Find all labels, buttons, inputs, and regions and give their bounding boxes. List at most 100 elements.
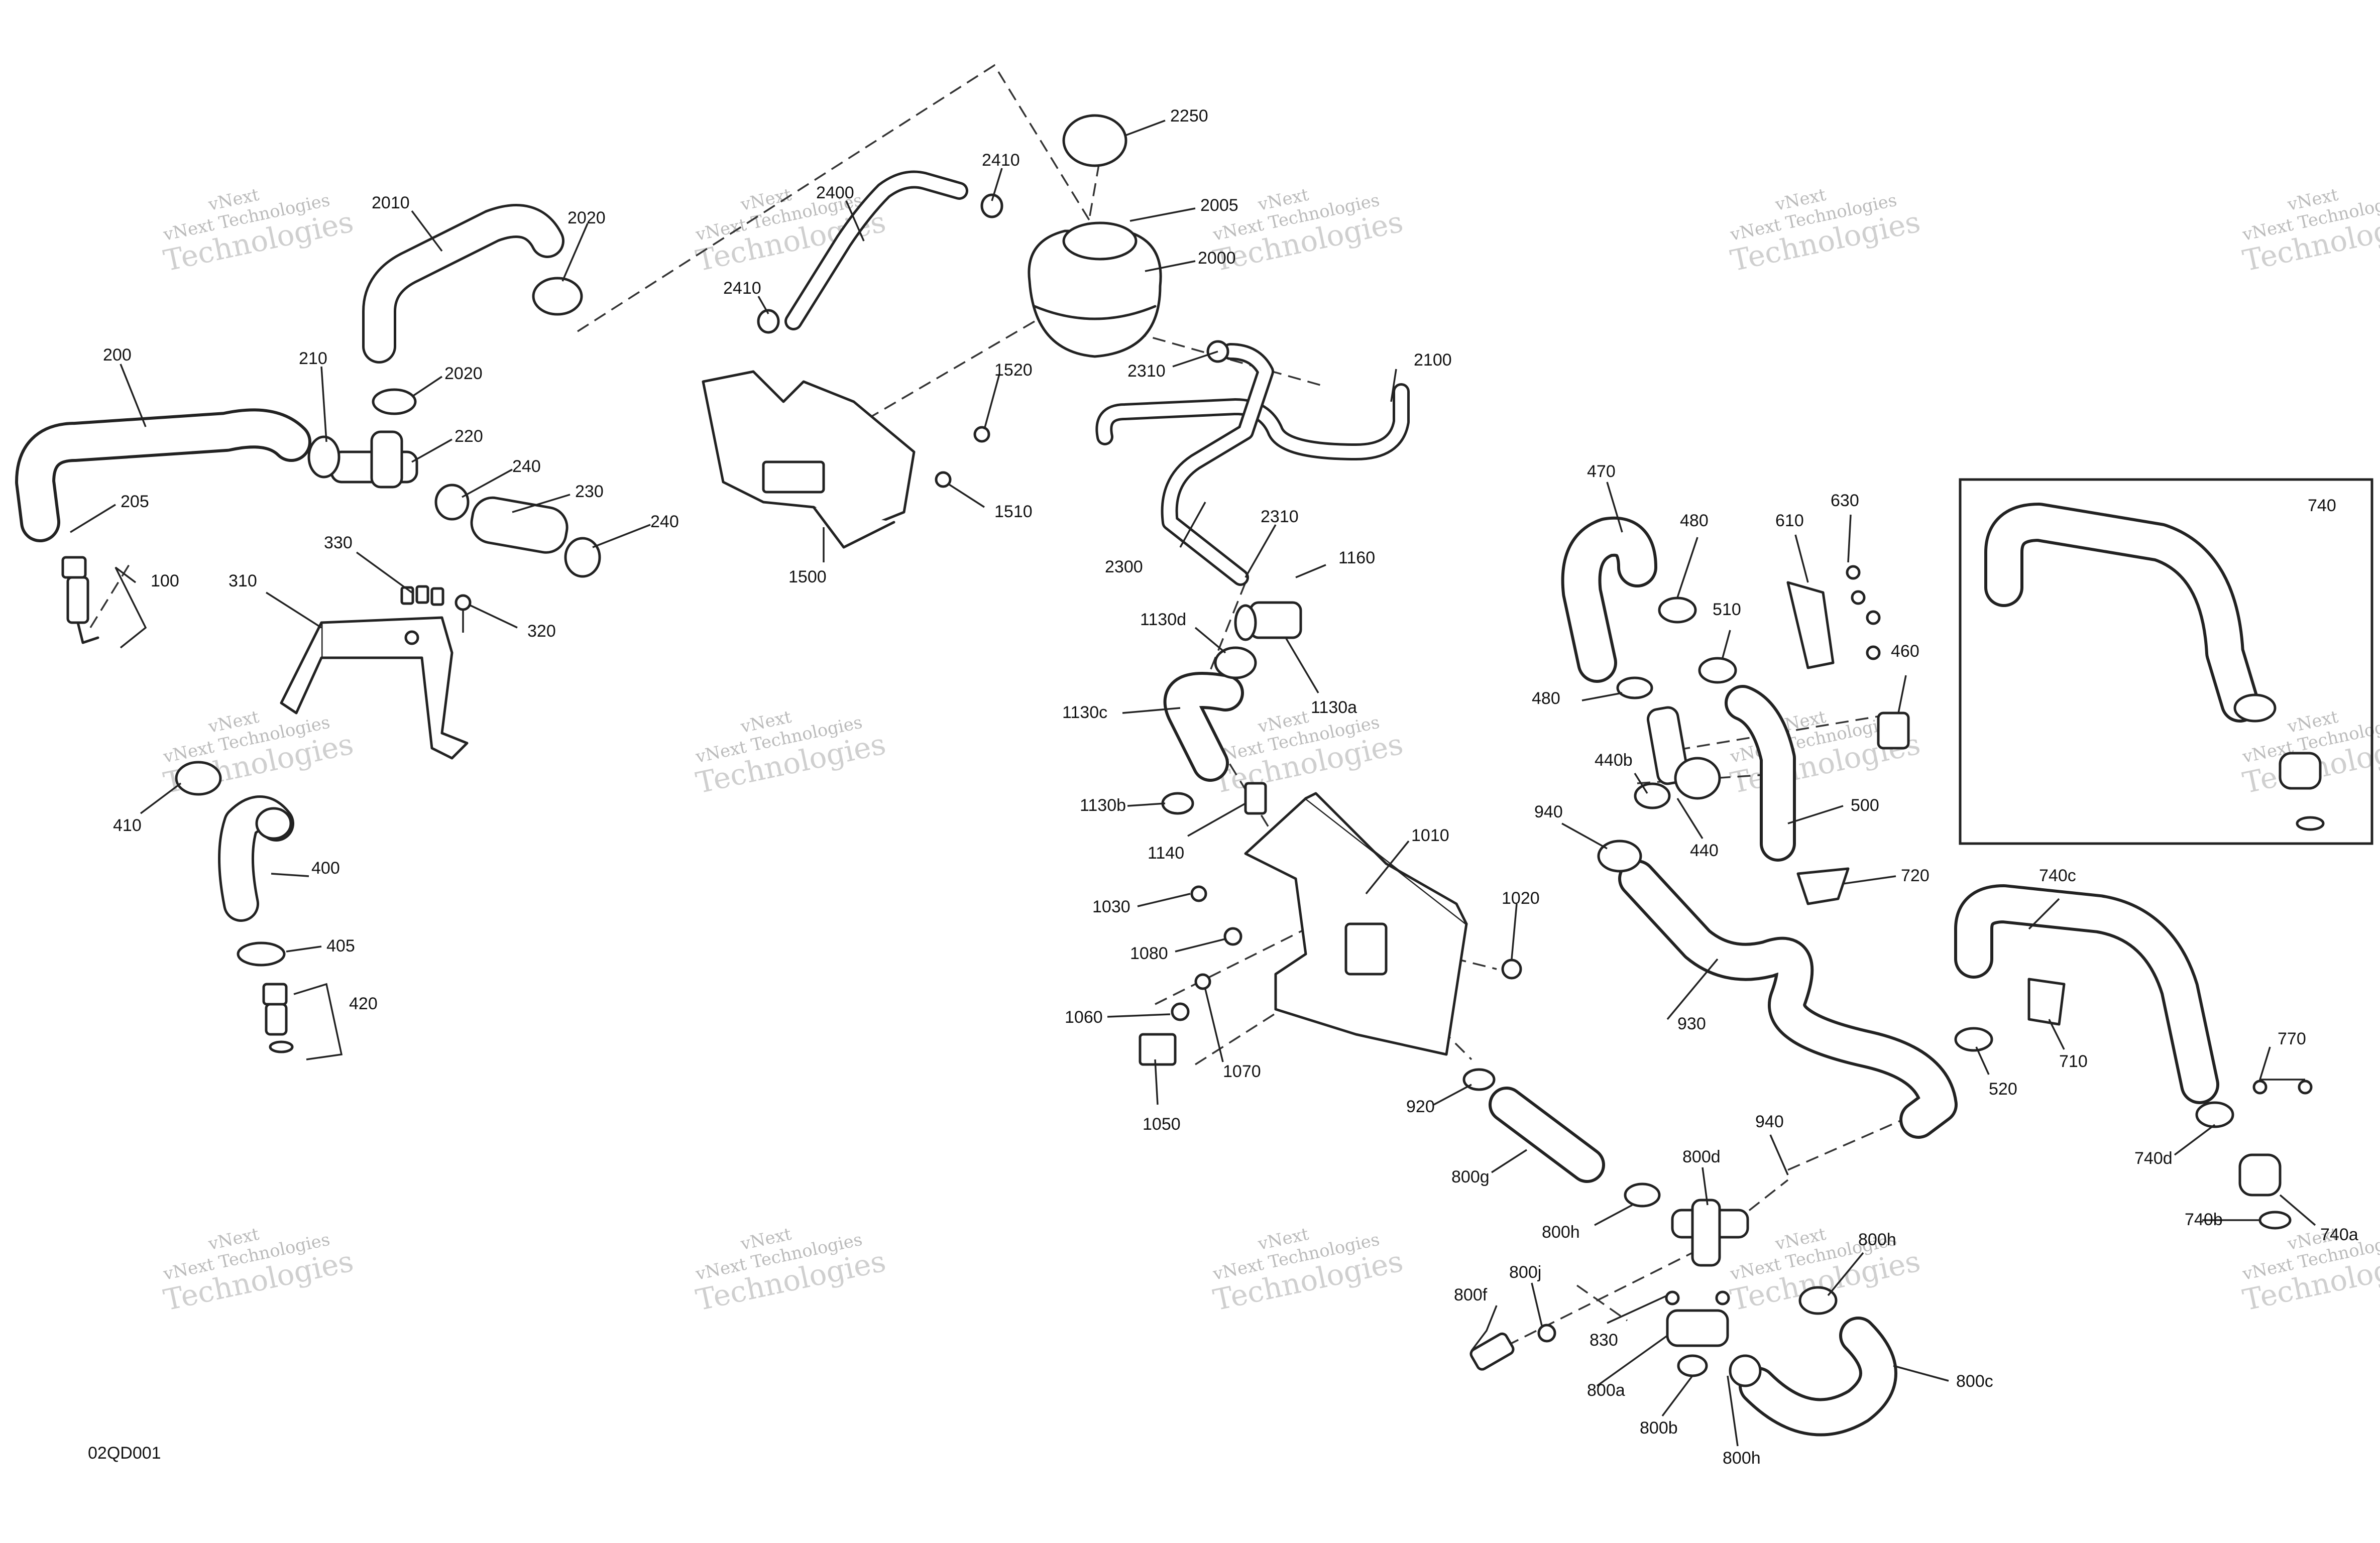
- hose-740c: [1954, 884, 2219, 1104]
- callout-740: 740: [2308, 496, 2336, 515]
- callout-2020-lower: 2020: [444, 364, 483, 383]
- callout-2000: 2000: [1198, 249, 1236, 268]
- callout-510: 510: [1713, 600, 1741, 619]
- callout-800j: 800j: [1509, 1263, 1541, 1282]
- hose-2010: [362, 204, 564, 364]
- callout-1020: 1020: [1502, 889, 1540, 908]
- callout-1510: 1510: [994, 502, 1033, 521]
- callout-2310: 2310: [1127, 362, 1166, 381]
- hose-2400: [757, 170, 1003, 334]
- callout-770: 770: [2278, 1029, 2306, 1048]
- inset-740: [1959, 478, 2373, 845]
- watermark: vNext vNext Technologies Technologies: [693, 707, 889, 800]
- diagram-code: 02QD001: [88, 1444, 161, 1463]
- thermostat-housing-440: [1634, 706, 1721, 809]
- callout-2410: 2410: [982, 151, 1020, 170]
- callout-800h: 800h: [1542, 1223, 1580, 1242]
- hose-200: [15, 408, 311, 542]
- callout-710: 710: [2059, 1052, 2088, 1071]
- callout-800d: 800d: [1682, 1147, 1721, 1166]
- callout-800g: 800g: [1451, 1167, 1490, 1186]
- callout-1520: 1520: [994, 361, 1033, 380]
- callout-1010: 1010: [1411, 826, 1449, 845]
- callout-470: 470: [1587, 462, 1616, 481]
- callout-920: 920: [1406, 1097, 1435, 1116]
- tee-220: [307, 430, 470, 521]
- callout-480: 480: [1680, 511, 1709, 530]
- callout-740c: 740c: [2039, 866, 2076, 885]
- elbow-800a: [1665, 1290, 1730, 1377]
- bolt-1520: [973, 426, 990, 443]
- bracket-1500: [702, 370, 916, 549]
- callout-1130d: 1130d: [1140, 610, 1186, 629]
- callout-1130a: 1130a: [1311, 698, 1357, 717]
- callout-740a: 740a: [2320, 1225, 2358, 1244]
- callout-830: 830: [1590, 1331, 1618, 1350]
- callout-410: 410: [113, 816, 142, 835]
- hose-400: [175, 761, 294, 922]
- clamp-2020: [372, 277, 583, 415]
- hose-2100: [1095, 383, 1410, 460]
- cap-2250: [1062, 114, 1127, 167]
- callout-2100: 2100: [1414, 350, 1452, 370]
- bolt-320: [455, 594, 472, 633]
- callout-310: 310: [229, 571, 257, 590]
- callout-100: 100: [151, 571, 179, 590]
- callout-205: 205: [121, 492, 149, 511]
- callout-2400: 2400: [816, 183, 854, 202]
- callout-940-lower: 940: [1755, 1112, 1784, 1131]
- watermark: vNext vNext Technologies Technologies: [161, 185, 357, 278]
- callout-320: 320: [527, 622, 556, 641]
- leader-lines: [70, 120, 2316, 1447]
- hose-500: [1698, 657, 1850, 905]
- assembly-lines: [89, 64, 1949, 1347]
- callout-800b: 800b: [1640, 1418, 1678, 1438]
- callout-400: 400: [311, 859, 340, 878]
- callout-1030: 1030: [1092, 897, 1130, 916]
- callout-2250: 2250: [1170, 106, 1208, 126]
- bracket-610: [1786, 565, 1881, 669]
- callout-230: 230: [575, 482, 604, 501]
- callout-480-lower: 480: [1532, 689, 1560, 708]
- bolt-1510: [935, 471, 952, 488]
- watermark: vNext vNext Technologies Technologies: [2240, 1224, 2380, 1318]
- fitting-420: [237, 941, 294, 1053]
- callout-1070: 1070: [1223, 1062, 1261, 1081]
- callout-240: 240: [512, 457, 541, 476]
- callout-1080: 1080: [1130, 944, 1168, 963]
- callout-1130b: 1130b: [1080, 796, 1126, 815]
- callout-940: 940: [1534, 802, 1563, 821]
- callout-520: 520: [1989, 1080, 2017, 1099]
- callout-800f: 800f: [1454, 1285, 1488, 1304]
- callout-1160: 1160: [1338, 548, 1375, 567]
- callout-440b: 440b: [1595, 751, 1633, 770]
- callout-1050: 1050: [1143, 1115, 1181, 1134]
- callout-405: 405: [326, 936, 355, 956]
- cross-fitting-800d: [1671, 1199, 1749, 1267]
- bracket-310: [280, 616, 469, 760]
- callout-2020: 2020: [568, 208, 606, 227]
- callout-1130c: 1130c: [1062, 703, 1107, 722]
- callout-1140: 1140: [1148, 844, 1184, 863]
- callout-220: 220: [455, 427, 483, 446]
- watermark: vNext vNext Technologies Technologies: [161, 1224, 357, 1318]
- small-hardware-1030-1080-1070-1060-1050: [1139, 885, 1522, 1066]
- callout-labels: 2250 2410 2400 2005 2000 2410 2010 2020 …: [103, 106, 2358, 1468]
- callout-2010: 2010: [372, 193, 410, 212]
- elbow-740a: [2195, 1080, 2313, 1230]
- callout-330: 330: [324, 533, 353, 552]
- callout-2410-lower: 2410: [723, 279, 761, 298]
- watermark: vNext vNext Technologies Technologies: [1210, 1224, 1406, 1318]
- callout-630: 630: [1831, 491, 1859, 510]
- callout-210: 210: [299, 349, 327, 368]
- reservoir-2000: [1028, 221, 1162, 358]
- callout-200: 200: [103, 345, 132, 365]
- fitting-460: [1877, 711, 1910, 750]
- callout-420: 420: [349, 994, 378, 1013]
- watermark: vNext vNext Technologies Technologies: [2240, 185, 2380, 278]
- callout-800a: 800a: [1587, 1381, 1625, 1400]
- callout-2300: 2300: [1105, 557, 1143, 576]
- watermark: vNext vNext Technologies Technologies: [693, 1224, 889, 1318]
- callout-1060: 1060: [1065, 1008, 1103, 1027]
